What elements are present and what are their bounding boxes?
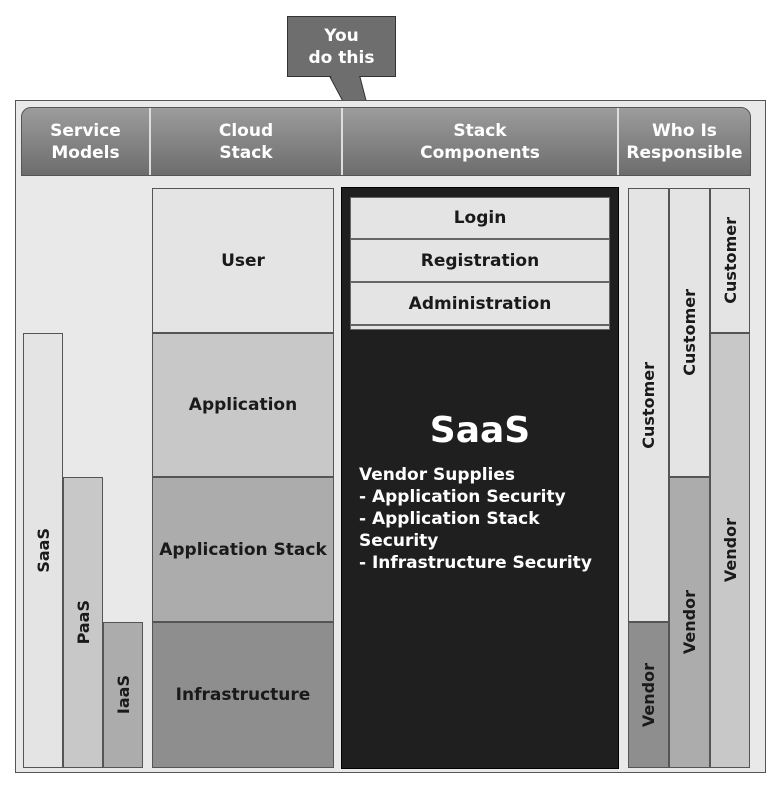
component-underline xyxy=(350,325,610,330)
stack-layer-application: Application xyxy=(152,333,334,477)
responsible-col1-customer-label: Customer xyxy=(639,361,658,449)
header-divider xyxy=(341,108,343,175)
header-divider xyxy=(617,108,619,175)
service-model-iaas-label: IaaS xyxy=(113,675,133,715)
header-stack-components: Stack Components xyxy=(420,120,540,163)
vendor-supplies-item: - Application Security xyxy=(359,487,566,507)
service-model-iaas: IaaS xyxy=(103,622,143,768)
component-login: Login xyxy=(350,197,610,239)
responsible-col3-vendor: Vendor xyxy=(710,333,750,768)
stack-layer-application-stack: Application Stack xyxy=(152,477,334,622)
stack-layer-infrastructure: Infrastructure xyxy=(152,622,334,768)
responsible-col1-vendor-label: Vendor xyxy=(639,662,658,728)
header-divider xyxy=(149,108,151,175)
responsible-col2-vendor: Vendor xyxy=(669,477,710,768)
responsible-col3-vendor-label: Vendor xyxy=(720,518,740,583)
vendor-supplies-item: - Infrastructure Security xyxy=(359,553,592,573)
responsible-col2-customer-label: Customer xyxy=(680,289,699,376)
callout-line-2: do this xyxy=(308,47,375,68)
callout-line-1: You xyxy=(324,25,359,46)
saas-title: SaaS xyxy=(429,409,531,451)
header-bar xyxy=(21,107,751,176)
service-model-saas-label: SaaS xyxy=(33,528,53,573)
responsible-col2-vendor-label: Vendor xyxy=(680,590,699,655)
vendor-supplies-block: Vendor Supplies - Application Security -… xyxy=(359,464,614,574)
header-cloud-stack: Cloud Stack xyxy=(218,120,274,163)
responsible-col3-customer-label: Customer xyxy=(720,217,740,304)
component-registration: Registration xyxy=(350,239,610,282)
service-model-paas: PaaS xyxy=(63,477,103,768)
callout-box: You do this xyxy=(287,16,396,77)
component-administration: Administration xyxy=(350,282,610,325)
vendor-supplies-heading: Vendor Supplies xyxy=(359,465,515,485)
header-service-models: Service Models xyxy=(50,120,121,163)
header-who-responsible: Who Is Responsible xyxy=(626,120,743,163)
responsible-col2-customer: Customer xyxy=(669,188,710,477)
service-model-paas-label: PaaS xyxy=(73,600,93,645)
responsible-col1-vendor: Vendor xyxy=(628,622,669,768)
responsible-col1-customer: Customer xyxy=(628,188,669,622)
stack-layer-user: User xyxy=(152,188,334,333)
vendor-supplies-item: - Application Stack Security xyxy=(359,509,540,551)
service-model-saas: SaaS xyxy=(23,333,63,768)
responsible-col3-customer: Customer xyxy=(710,188,750,333)
